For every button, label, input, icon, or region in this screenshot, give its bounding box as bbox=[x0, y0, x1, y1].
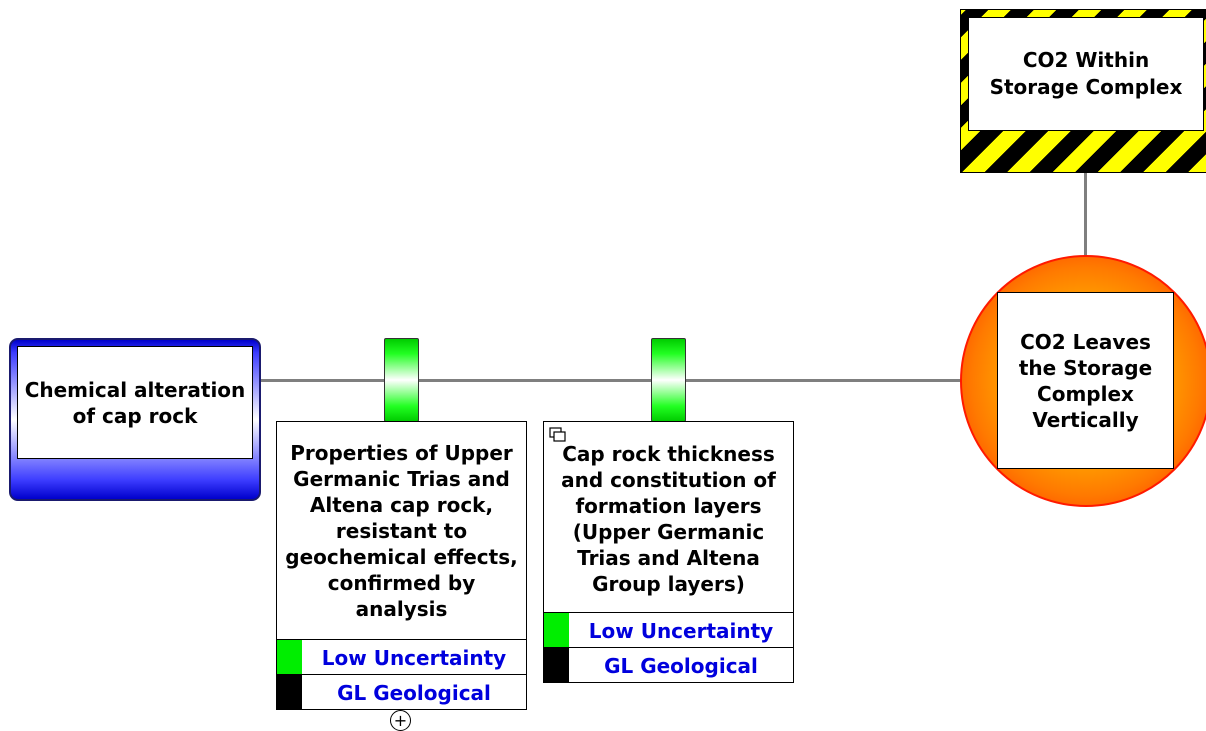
category-row: GL Geological bbox=[544, 647, 793, 683]
effectiveness-swatch bbox=[544, 613, 569, 648]
effectiveness-label: Low Uncertainty bbox=[588, 618, 774, 643]
category-label: GL Geological bbox=[337, 680, 491, 705]
barrier-node[interactable]: Cap rock thickness and constitution of f… bbox=[543, 421, 794, 683]
category-row: GL Geological bbox=[277, 674, 526, 710]
barrier-indicator-tab[interactable] bbox=[384, 338, 419, 422]
connector-line-hazard-to-top-event bbox=[1084, 172, 1087, 256]
effectiveness-label: Low Uncertainty bbox=[321, 645, 507, 670]
category-label: GL Geological bbox=[604, 653, 758, 678]
barrier-indicator-tab[interactable] bbox=[651, 338, 686, 422]
barrier-node[interactable]: Properties of Upper Germanic Trias and A… bbox=[276, 421, 527, 710]
barrier-title: Cap rock thickness and constitution of f… bbox=[561, 442, 776, 596]
threat-title: Chemical alteration of cap rock bbox=[17, 346, 253, 459]
effectiveness-row: Low Uncertainty bbox=[544, 612, 793, 648]
effectiveness-swatch bbox=[277, 640, 302, 675]
category-swatch bbox=[544, 648, 569, 683]
plus-circle-icon[interactable]: + bbox=[390, 710, 411, 731]
category-swatch bbox=[277, 675, 302, 710]
top-event-title: CO2 Leaves the Storage Complex Verticall… bbox=[997, 292, 1174, 469]
barrier-title: Properties of Upper Germanic Trias and A… bbox=[285, 440, 518, 621]
effectiveness-row: Low Uncertainty bbox=[277, 639, 526, 675]
hazard-title: CO2 Within Storage Complex bbox=[968, 17, 1204, 131]
connector-line-threat-to-top-event bbox=[261, 379, 961, 382]
linked-copy-icon[interactable] bbox=[549, 427, 567, 443]
